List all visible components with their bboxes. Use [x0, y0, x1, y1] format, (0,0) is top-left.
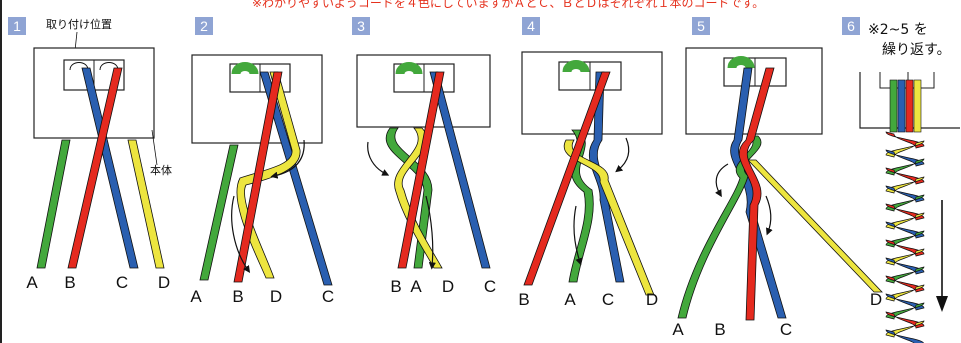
braid-strand-top [897, 79, 906, 133]
step-1-cord-yellow [127, 139, 165, 269]
step-4-label-3: C [602, 290, 614, 309]
step-3-label-4: C [484, 277, 496, 296]
step-4-label-4: D [646, 290, 658, 309]
step-1-label-d: D [158, 273, 170, 292]
step-6-badge [842, 17, 860, 35]
step-6-number: 6 [847, 18, 855, 34]
step-3-label-2: A [410, 277, 422, 296]
braid-segment [885, 284, 925, 302]
step-2-cord-green [199, 144, 239, 281]
braid-segment [885, 239, 925, 257]
step-4-arrow-down [573, 205, 583, 266]
step-2-cord-red [233, 71, 283, 283]
step-1: 1 取り付け位置 本体 A B C D [8, 17, 172, 292]
braid-segment [885, 248, 925, 266]
braid-segment [885, 311, 925, 329]
step-5-number: 5 [697, 18, 705, 34]
braid-segment [885, 320, 925, 338]
braid-segment [885, 212, 925, 230]
step-3-cord-red [397, 71, 445, 269]
braid-segment [885, 158, 925, 176]
step-1-number: 1 [13, 18, 21, 34]
step-2-label-4: C [322, 287, 334, 306]
step-3-arrow-down [425, 195, 436, 270]
braid-segment [885, 167, 925, 185]
step-3-badge [352, 17, 370, 35]
step-2-number: 2 [200, 18, 208, 34]
braid-segment [885, 176, 925, 194]
braid-segment [885, 203, 925, 221]
braid-segment [885, 302, 925, 320]
step-4-label-2: A [564, 290, 576, 309]
step-2-label-2: B [232, 287, 243, 306]
step-1-label-c: C [116, 273, 128, 292]
step-3-label-1: B [390, 277, 401, 296]
step-5-label-1: A [672, 320, 684, 339]
step-6-text-line1: ※2~5 を [868, 22, 928, 38]
step-2: 2 A B D C [190, 17, 334, 306]
step-1-body-callout: 本体 [150, 163, 172, 177]
braid-segment [885, 230, 925, 248]
step-1-label-b: B [64, 273, 75, 292]
step-1-body-leader [151, 129, 158, 166]
step-5-label-2: B [714, 320, 725, 339]
step-5-cord-red [739, 67, 775, 321]
braid-segment [885, 140, 925, 158]
braid-segment [885, 221, 925, 239]
braid-strand-top [889, 79, 898, 133]
braid-strand-top [905, 79, 914, 133]
step-4-arrow-right [615, 137, 630, 173]
braid-segment [885, 185, 925, 203]
step-5-badge [692, 17, 710, 35]
step-1-badge [8, 17, 26, 35]
step-1-cord-green [36, 139, 71, 269]
step-4-badge [522, 17, 540, 35]
step-4-cord-red [523, 71, 611, 286]
braid-segment [885, 131, 925, 149]
step-6-arrow-head [936, 296, 948, 312]
step-1-cord-blue [81, 67, 139, 269]
step-5: 5 A B C D [672, 17, 883, 339]
step-6: 6 ※2~5 を 繰り返す。 [842, 17, 960, 343]
braid-segment [885, 275, 925, 293]
braid-segment [885, 266, 925, 284]
step-5-label-3: C [780, 320, 792, 339]
braid-segment [885, 257, 925, 275]
step-5-arrow-down [765, 195, 773, 236]
step-4-cord-yellow [563, 139, 655, 296]
step-4-label-1: B [518, 290, 529, 309]
step-2-label-3: D [270, 287, 282, 306]
step-2-badge [195, 17, 213, 35]
step-4: 4 B A C D [518, 17, 663, 309]
step-3-arrow-left [367, 141, 390, 176]
braid-strand-top [913, 79, 922, 133]
step-1-label-a: A [26, 273, 38, 292]
step-3: 3 B A D C [352, 17, 496, 296]
step-1-mount-callout: 取り付け位置 [46, 17, 112, 31]
step-6-braid [885, 79, 925, 343]
note-text: ※わかりやすいようコードを４色にしていますがＡとＣ、ＢとＤはそれぞれ１本のコード… [252, 0, 765, 10]
step-3-cord-blue [429, 71, 491, 269]
step-5-arrow-left [715, 163, 729, 198]
braid-segment [885, 329, 924, 343]
braid-segment [885, 149, 925, 167]
step-4-cord-blue [588, 71, 625, 283]
step-1-cord-red [67, 67, 123, 269]
braid-segment [885, 293, 925, 311]
step-3-label-3: D [442, 277, 454, 296]
step-3-number: 3 [357, 18, 365, 34]
step-5-cord-yellow [747, 159, 883, 293]
step-2-arrow-down [231, 195, 251, 273]
braid-segment [885, 194, 925, 212]
step-2-label-1: A [190, 287, 202, 306]
step-5-label-4: D [870, 290, 882, 309]
step-2-arrow-over [270, 139, 305, 179]
step-5-cord-blue [730, 67, 787, 319]
step-2-cord-blue [259, 71, 333, 286]
step-6-text-line2: 繰り返す。 [882, 42, 951, 58]
step-4-number: 4 [527, 18, 535, 34]
